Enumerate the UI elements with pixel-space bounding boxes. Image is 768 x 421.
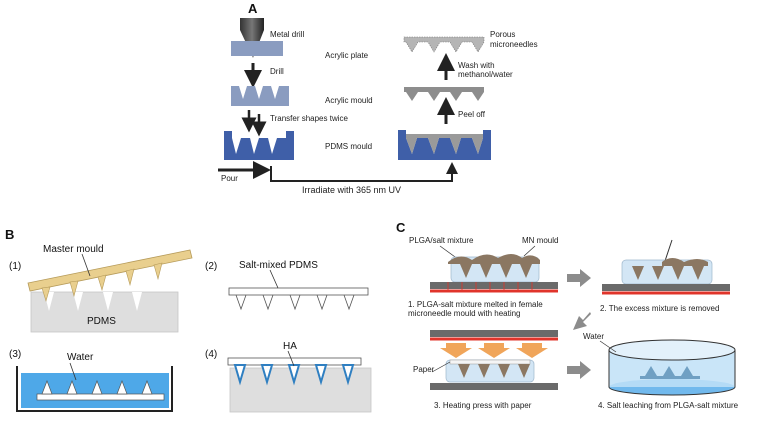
label-ha: HA — [283, 341, 297, 352]
caption-1-line1: 1. PLGA-salt mixture melted in female — [408, 300, 543, 309]
label-water-b: Water — [67, 352, 94, 363]
top-plate — [430, 330, 558, 337]
plga-mixture-top — [448, 254, 540, 264]
pdms-mould-right — [398, 130, 491, 160]
panel-a: A Metal drill Acrylic plate Drill Acryli… — [218, 1, 538, 195]
label-transfer: Transfer shapes twice — [270, 114, 349, 123]
container — [16, 366, 173, 412]
label-pdms: PDMS — [87, 316, 116, 327]
salt-pdms-plate — [228, 287, 369, 296]
paper-sheet — [449, 359, 531, 365]
label-acrylic-plate: Acrylic plate — [325, 51, 369, 60]
leaching-needles — [41, 380, 153, 395]
pdms-mould-left — [224, 131, 294, 160]
label-water-c: Water — [583, 332, 604, 341]
leader-water-b — [69, 362, 77, 381]
ha-plate — [227, 357, 362, 366]
leaching-plate — [36, 393, 165, 401]
step-1-label: (1) — [9, 261, 21, 272]
label-wash-2: methanol/water — [458, 70, 513, 79]
label-porous-2: microneedles — [490, 40, 538, 49]
plga-filled-cavities-3 — [458, 364, 530, 378]
ha-coated-needles — [233, 364, 355, 386]
step-4-label: (4) — [205, 349, 217, 360]
panel-a-letter: A — [248, 1, 258, 16]
leader-water-c — [599, 340, 617, 353]
label-salt-pdms: Salt-mixed PDMS — [239, 260, 318, 271]
label-plga-salt: PLGA/salt mixture — [409, 236, 474, 245]
label-paper: Paper — [413, 365, 435, 374]
step-2-label: (2) — [205, 261, 217, 272]
press-arrow-3 — [516, 343, 548, 358]
salt-pdms-needles — [235, 294, 355, 311]
panel-c: C PLGA/salt mixture MN mould 1. PLGA-sal… — [396, 220, 739, 410]
plga-filled-cavities-1 — [460, 264, 532, 278]
step-3-label: (3) — [9, 349, 21, 360]
leader-mn-mould — [523, 245, 536, 257]
caption-3: 3. Heating press with paper — [434, 401, 532, 410]
leader-ha — [287, 350, 295, 367]
plga-filled-cavities-2 — [632, 266, 704, 280]
leader-paper — [431, 361, 451, 373]
label-drill: Drill — [270, 67, 284, 76]
label-mn-mould: MN mould — [522, 236, 558, 245]
heat-lines-1 — [447, 282, 533, 290]
acrylic-mould — [231, 86, 289, 106]
label-porous-1: Porous — [490, 30, 515, 39]
porous-microneedles — [403, 36, 485, 53]
leader-salt-pdms — [269, 269, 279, 289]
arrow-step3-to-step4 — [567, 361, 591, 379]
caption-1-line2: microneedle mould with heating — [408, 309, 521, 318]
arrow-step1-to-step2 — [567, 269, 591, 287]
peeled-microneedles — [404, 87, 484, 101]
irradiate-connector-arrow — [270, 162, 458, 182]
label-irradiate: Irradiate with 365 nm UV — [302, 185, 401, 195]
label-wash-1: Wash with — [458, 61, 495, 70]
press-arrow-2 — [478, 343, 510, 358]
label-pour: Pour — [221, 174, 238, 183]
plga-excess — [662, 258, 708, 266]
panel-b: B (1) Master mould PDMS (2) Salt-mixed P… — [5, 227, 372, 413]
acrylic-plate — [231, 41, 283, 56]
arrow-step2-to-step3 — [573, 312, 591, 330]
pdms-block — [30, 291, 179, 333]
petri-dish — [608, 339, 736, 396]
caption-2: 2. The excess mixture is removed — [600, 304, 719, 313]
label-acrylic-mould: Acrylic mould — [325, 96, 373, 105]
label-pdms-mould: PDMS mould — [325, 142, 372, 151]
hotplate-1 — [430, 282, 558, 289]
panel-c-letter: C — [396, 220, 406, 235]
bottom-plate — [430, 383, 558, 390]
leader-master-mould — [81, 253, 91, 277]
caption-4: 4. Salt leaching from PLGA-salt mixture — [598, 401, 739, 410]
label-peel-off: Peel off — [458, 110, 486, 119]
label-master-mould: Master mould — [43, 244, 104, 255]
panel-b-letter: B — [5, 227, 14, 242]
master-mould — [27, 249, 193, 303]
label-metal-drill: Metal drill — [270, 30, 304, 39]
filled-microneedles — [406, 134, 483, 154]
hotplate-2 — [602, 284, 730, 291]
press-arrow-1 — [440, 343, 472, 358]
